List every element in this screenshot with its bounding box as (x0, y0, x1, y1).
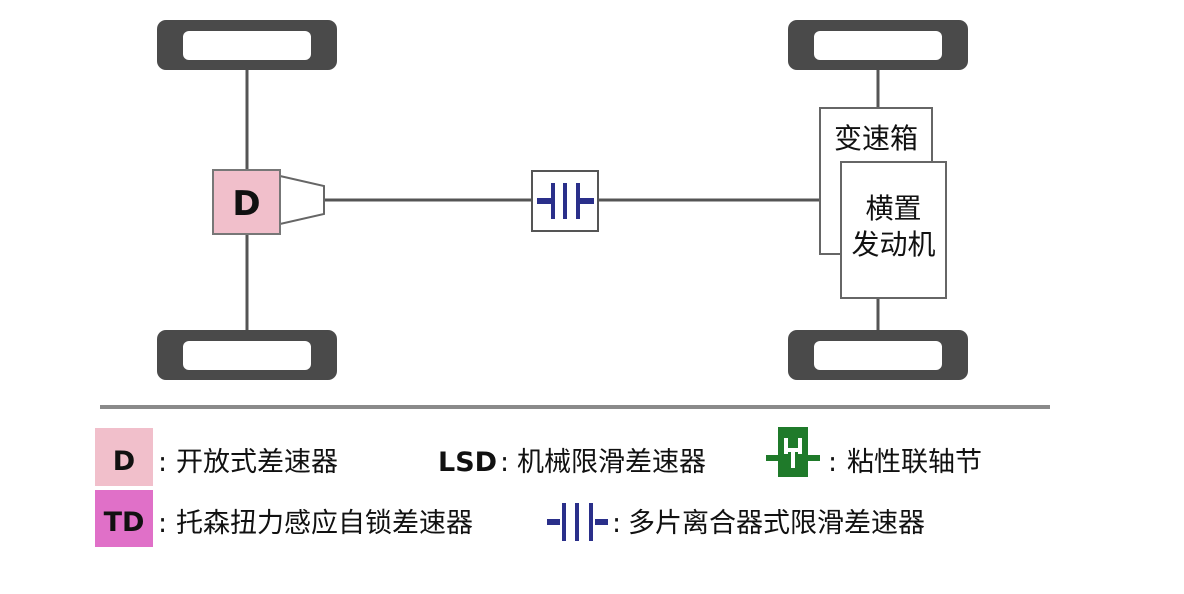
transverse-engine: 横置 发动机 (840, 161, 947, 299)
engine-label-line2: 发动机 (851, 228, 935, 261)
tire-icon (788, 20, 968, 70)
shafts (245, 66, 880, 332)
tire-icon (157, 330, 337, 380)
torsen-swatch (95, 490, 153, 547)
viscous-separator: : (828, 447, 837, 478)
tire-icon (157, 20, 337, 70)
torsen-text: 托森扭力感应自锁差速器 (176, 508, 473, 539)
open-diff-symbol: D (113, 446, 135, 477)
legend-multiplate: : 多片离合器式限滑差速器 (547, 503, 925, 541)
open-diff-text: 开放式差速器 (176, 447, 338, 478)
open-diff-separator: : (158, 447, 167, 478)
legend-open-diff: D : 开放式差速器 (95, 428, 338, 486)
viscous-coupling-icon (766, 427, 820, 477)
clutch-pack-icon (547, 503, 608, 541)
lsd-text: 机械限滑差速器 (517, 447, 706, 478)
lsd-symbol: LSD (438, 447, 497, 478)
differential-housing (279, 174, 325, 226)
front-diff-label: D (232, 184, 260, 224)
viscous-text: 粘性联轴节 (847, 447, 982, 478)
legend-torsen: TD : 托森扭力感应自锁差速器 (95, 490, 473, 547)
multiplate-separator: : (612, 508, 621, 539)
multiplate-text: 多片离合器式限滑差速器 (628, 508, 925, 539)
torsen-symbol: TD (104, 507, 145, 538)
open-diff-swatch (95, 428, 153, 486)
lsd-separator: : (500, 447, 509, 478)
gearbox-label: 变速箱 (834, 122, 918, 155)
legend-lsd: LSD : 机械限滑差速器 (438, 447, 706, 478)
clutch-pack-icon (531, 170, 599, 232)
legend-viscous: : 粘性联轴节 (766, 427, 982, 478)
rear-open-differential: D (212, 169, 325, 235)
engine-label-line1: 横置 (865, 192, 921, 225)
torsen-separator: : (158, 508, 167, 539)
tire-icon (788, 330, 968, 380)
